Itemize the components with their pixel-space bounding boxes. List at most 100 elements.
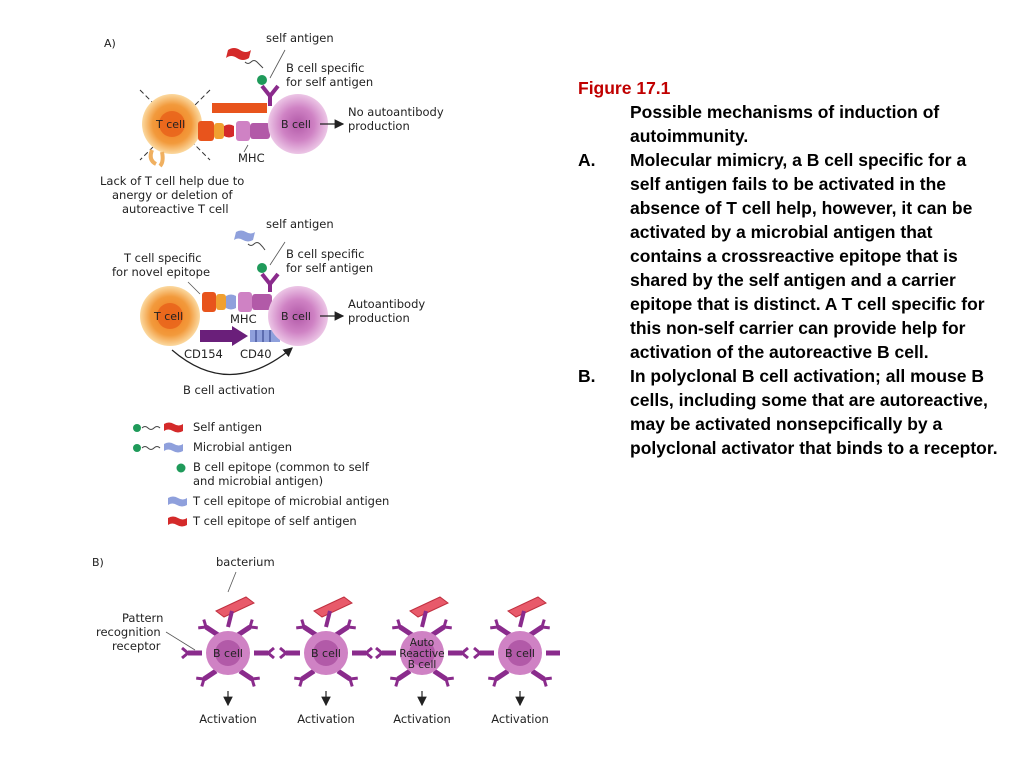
- bacterium-icon: [313, 596, 353, 618]
- figure-diagram: A) self antigen B cell specific for self…: [92, 31, 560, 726]
- legend-label-5: T cell epitope of self antigen: [192, 514, 357, 528]
- b-cell-nucleus-icon: [313, 640, 339, 666]
- pattern-recognition-receptor-icon: [324, 610, 332, 628]
- b-cell-receptor-icon: [260, 84, 280, 106]
- b-cell-specific-label-4: for self antigen: [286, 261, 373, 275]
- b-cell-label: B cell: [213, 647, 243, 660]
- b-cell-nucleus-icon: [215, 640, 241, 666]
- legend-label-0: Self antigen: [193, 420, 262, 434]
- prr-label-2: recognition: [96, 625, 161, 639]
- cd154-label: CD154: [184, 347, 223, 361]
- pattern-recognition-receptor-icon: [334, 624, 350, 638]
- pattern-recognition-receptor-icon: [430, 624, 446, 638]
- b-cell-icon-2: [268, 286, 328, 346]
- b-cell-epitope-legend-icon: [176, 463, 186, 473]
- legend-t-cell-self: T cell epitope of self antigen: [168, 514, 357, 528]
- b-cell-nucleus-icon: [409, 640, 435, 666]
- t-help-note-3: autoreactive T cell: [122, 202, 229, 216]
- receptor-arm-icon: [365, 646, 373, 655]
- bacterium-icon: [215, 596, 255, 618]
- receptor-arm-icon: [473, 651, 481, 660]
- receptor-arm-icon: [200, 678, 206, 687]
- panel-b-label: B): [92, 556, 104, 569]
- activation-label: Activation: [393, 712, 451, 726]
- b-cell-epitope-icon: [257, 75, 267, 85]
- legend-label-1: Microbial antigen: [193, 440, 292, 454]
- b-cell-label: B cell: [505, 647, 535, 660]
- legend-self-antigen: Self antigen: [133, 420, 262, 434]
- mhc-label-2: MHC: [230, 312, 257, 326]
- self-antigen-label-2: self antigen: [266, 217, 334, 231]
- pattern-recognition-receptor-icon: [202, 668, 218, 682]
- activation-curve-arrow: [171, 347, 293, 376]
- bacterium-icon: [507, 596, 547, 618]
- cd40-label: CD40: [240, 347, 272, 361]
- b-cell-label: Auto: [410, 637, 434, 649]
- t-help-note-1: Lack of T cell help due to: [100, 174, 244, 188]
- pattern-recognition-receptor-icon: [336, 668, 352, 682]
- legend: Self antigen Microbial antigen B cell ep…: [133, 420, 389, 528]
- activation-label: Activation: [491, 712, 549, 726]
- pattern-recognition-receptor-icon: [398, 624, 414, 638]
- microbial-antigen-epitope-icon: [234, 230, 255, 242]
- pattern-recognition-receptor-icon: [420, 610, 428, 628]
- receptor-arm-icon: [461, 646, 469, 655]
- mhc-icon: [236, 121, 250, 141]
- t-cell-specific-label-2: for novel epitope: [112, 265, 210, 279]
- panel-a-label: A): [104, 37, 116, 50]
- pattern-recognition-receptor-icon: [302, 624, 318, 638]
- pattern-recognition-receptor-icon: [204, 624, 220, 638]
- mhc-icon-2: [238, 292, 252, 312]
- caption-text-a: Molecular mimicry, a B cell specific for…: [630, 150, 985, 362]
- t-cell-crossed: T cell: [139, 89, 211, 168]
- b-cell-activation-label: B cell activation: [183, 383, 275, 397]
- self-antigen-epitope-icon: [226, 48, 251, 60]
- receptor-arm-icon: [198, 625, 207, 630]
- receptor-arm-icon: [267, 646, 275, 655]
- bacterium-icon: [409, 596, 449, 618]
- figure-caption: Figure 17.1 Possible mechanisms of induc…: [578, 76, 998, 460]
- caption-marker-a: A.: [578, 150, 596, 170]
- receptor-arm-icon: [298, 678, 304, 687]
- receptor-arm-icon: [392, 625, 401, 630]
- legend-b-cell-epitope: B cell epitope (common to self and micro…: [176, 460, 370, 488]
- legend-label-2: B cell epitope (common to self: [193, 460, 370, 474]
- pattern-recognition-receptor-icon: [236, 624, 252, 638]
- mhc-label: MHC: [238, 151, 265, 165]
- t-cell-microbial-epitope-legend-icon: [168, 496, 187, 507]
- pattern-recognition-receptor-icon: [496, 624, 512, 638]
- t-cell-label: T cell: [155, 118, 185, 131]
- b-cell-nucleus-icon: [507, 640, 533, 666]
- caption-text-b: In polyclonal B cell activation; all mou…: [630, 366, 998, 458]
- b-cell-receptor-icon-2: [260, 272, 280, 292]
- autoantibody-label-1: Autoantibody: [348, 297, 425, 311]
- receptor-arm-icon: [248, 619, 254, 628]
- prr-label-3: receptor: [112, 639, 161, 653]
- prr-label-1: Pattern: [122, 611, 163, 625]
- t-cell-specific-label-1: T cell specific: [123, 251, 202, 265]
- pattern-recognition-receptor-icon: [528, 624, 544, 638]
- receptor-arm-icon: [346, 619, 352, 628]
- b-cell-label: B cell: [281, 118, 311, 131]
- caption-item-b: B. In polyclonal B cell activation; all …: [578, 364, 998, 460]
- t-cell-self-epitope-legend-icon: [168, 516, 187, 527]
- receptor-arm-icon: [349, 676, 358, 681]
- t-help-note-2: anergy or deletion of: [112, 188, 233, 202]
- receptor-arm-icon: [490, 625, 499, 630]
- no-autoantibody-label-1: No autoantibody: [348, 105, 444, 119]
- legend-label-3: and microbial antigen): [193, 474, 323, 488]
- receptor-arm-icon: [442, 619, 448, 628]
- self-antigen-label: self antigen: [266, 31, 334, 45]
- panel-a-bottom: self antigen B cell specific for self an…: [112, 217, 425, 397]
- pattern-recognition-receptor-icon: [396, 668, 412, 682]
- b-cell-epitope-icon-2: [257, 263, 267, 273]
- receptor-arm-icon: [181, 651, 189, 660]
- b-cell-icon: [268, 94, 328, 154]
- tcr-icon-2: [202, 292, 216, 312]
- b-cell-specific-label-3: B cell specific: [286, 247, 364, 261]
- microbial-antigen-legend-icon: [164, 442, 183, 453]
- cd154-icon: [200, 326, 248, 346]
